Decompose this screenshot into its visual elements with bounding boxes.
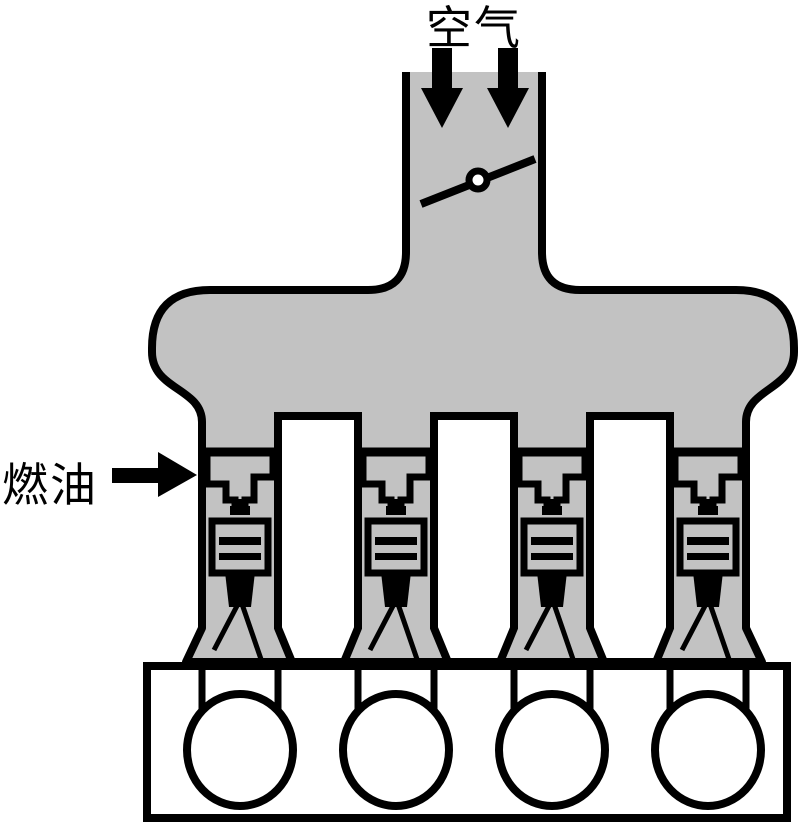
throttle-valve bbox=[419, 155, 537, 208]
fuel-label: 燃油 bbox=[2, 460, 98, 511]
air-arrow-down-icon bbox=[421, 48, 463, 128]
fuel-arrow-right-icon bbox=[112, 452, 197, 497]
throttle-pivot-icon bbox=[465, 167, 491, 193]
air-arrow-down-icon bbox=[487, 48, 529, 128]
inter-runner-cavity-2 bbox=[434, 416, 514, 662]
air-flow-arrows bbox=[421, 48, 529, 128]
inter-runner-cavity-3 bbox=[590, 416, 670, 662]
inter-runner-cavity-1 bbox=[278, 416, 358, 662]
air-label: 空气 bbox=[426, 3, 522, 54]
